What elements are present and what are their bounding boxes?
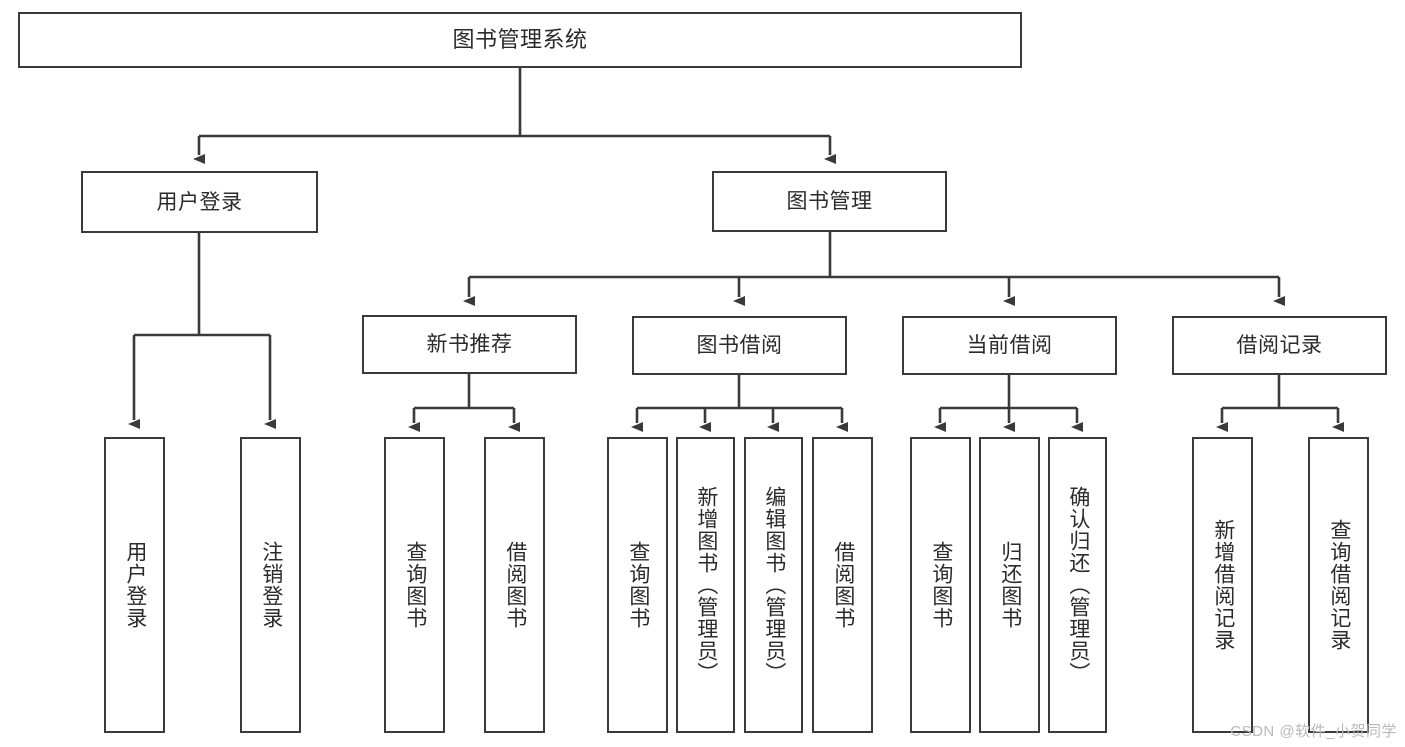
leaf-book-borrow-query-book[interactable]: 查询图书 <box>607 437 668 733</box>
node-label: 借阅记录 <box>1236 334 1323 357</box>
leaf-current-borrow-query-book[interactable]: 查询图书 <box>910 437 971 733</box>
node-book-management[interactable]: 图书管理 <box>712 171 947 232</box>
leaf-borrow-record-add-record[interactable]: 新增借阅记录 <box>1192 437 1253 733</box>
leaf-label: 查询借阅记录 <box>1327 519 1351 651</box>
node-label: 用户登录 <box>156 190 243 214</box>
node-label: 图书管理系统 <box>452 27 588 52</box>
leaf-label: 编辑图书（管理员） <box>762 486 786 684</box>
leaf-borrow-record-query-record[interactable]: 查询借阅记录 <box>1308 437 1369 733</box>
leaf-label: 新增图书（管理员） <box>694 486 718 684</box>
node-label: 当前借阅 <box>966 334 1053 357</box>
leaf-label: 归还图书 <box>998 541 1022 629</box>
node-book-borrow[interactable]: 图书借阅 <box>632 316 847 375</box>
node-borrow-record[interactable]: 借阅记录 <box>1172 316 1387 375</box>
leaf-label: 借阅图书 <box>831 541 855 629</box>
leaf-label: 查询图书 <box>929 541 953 629</box>
node-user-login[interactable]: 用户登录 <box>81 171 318 233</box>
leaf-label: 借阅图书 <box>503 541 527 629</box>
leaf-label: 用户登录 <box>123 541 147 629</box>
node-current-borrow[interactable]: 当前借阅 <box>902 316 1117 375</box>
node-root-book-management-system[interactable]: 图书管理系统 <box>18 12 1022 68</box>
leaf-label: 查询图书 <box>403 541 427 629</box>
csdn-watermark: CSDN @软件_小贺同学 <box>1230 723 1397 740</box>
node-label: 图书借阅 <box>696 334 783 357</box>
leaf-user-login-logout[interactable]: 注销登录 <box>240 437 301 733</box>
leaf-book-borrow-edit-book-admin[interactable]: 编辑图书（管理员） <box>744 437 803 733</box>
leaf-label: 确认归还（管理员） <box>1066 486 1090 684</box>
node-label: 图书管理 <box>786 190 873 213</box>
leaf-label: 查询图书 <box>626 541 650 629</box>
leaf-current-borrow-return-book[interactable]: 归还图书 <box>979 437 1040 733</box>
leaf-book-borrow-borrow-book[interactable]: 借阅图书 <box>812 437 873 733</box>
leaf-new-book-query-book[interactable]: 查询图书 <box>384 437 445 733</box>
leaf-user-login-login[interactable]: 用户登录 <box>104 437 165 733</box>
leaf-label: 新增借阅记录 <box>1211 519 1235 651</box>
node-new-book-recommend[interactable]: 新书推荐 <box>362 315 577 374</box>
node-label: 新书推荐 <box>426 333 513 356</box>
leaf-new-book-borrow-book[interactable]: 借阅图书 <box>484 437 545 733</box>
leaf-book-borrow-add-book-admin[interactable]: 新增图书（管理员） <box>676 437 735 733</box>
leaf-label: 注销登录 <box>259 541 283 629</box>
leaf-current-borrow-confirm-return-admin[interactable]: 确认归还（管理员） <box>1048 437 1107 733</box>
